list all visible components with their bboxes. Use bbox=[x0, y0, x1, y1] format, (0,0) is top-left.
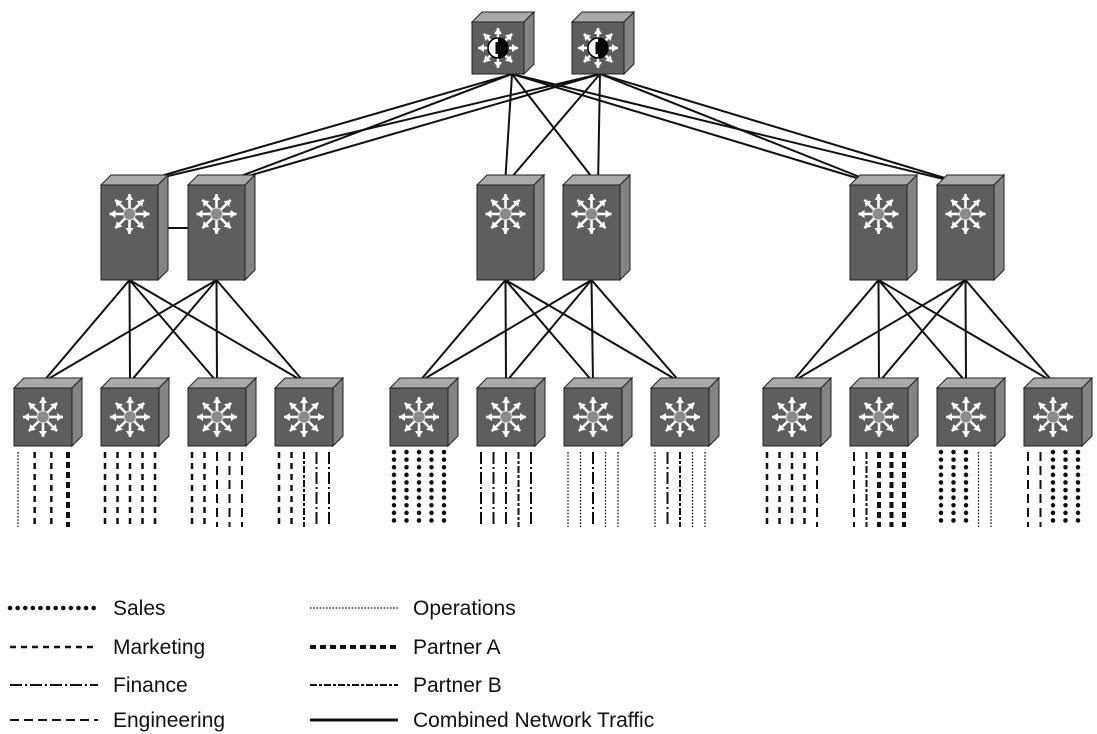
access-switch-10 bbox=[848, 376, 920, 448]
access-switch-8 bbox=[649, 376, 721, 448]
access-switch-7 bbox=[562, 376, 634, 448]
router-switch-icon bbox=[578, 28, 618, 68]
legend-item-partner_a: Partner A bbox=[310, 636, 501, 659]
switch-star-icon bbox=[399, 397, 439, 437]
switch-star-icon bbox=[573, 397, 613, 437]
distribution-uplink bbox=[215, 279, 305, 383]
switch-star-icon bbox=[859, 397, 899, 437]
switch-star-icon bbox=[109, 194, 150, 234]
legend-item-combined: Combined Network Traffic bbox=[310, 709, 654, 732]
distribution-uplink bbox=[791, 279, 880, 383]
uplink-line bbox=[504, 73, 513, 186]
distribution-uplink bbox=[42, 279, 131, 383]
distribution-uplink bbox=[215, 279, 218, 383]
switch-star-icon bbox=[23, 397, 63, 437]
router-switch-icon bbox=[478, 28, 518, 68]
legend-label: Finance bbox=[113, 674, 188, 697]
uplink-line bbox=[599, 73, 881, 186]
distribution-uplink bbox=[791, 279, 967, 383]
switch-nodes bbox=[12, 10, 1094, 448]
distribution-switch-2 bbox=[186, 173, 257, 282]
uplink-line bbox=[511, 73, 599, 186]
access-switch-6 bbox=[475, 376, 547, 448]
distribution-uplink bbox=[590, 279, 681, 383]
switch-star-icon bbox=[945, 194, 986, 234]
legend-label: Partner B bbox=[413, 674, 502, 697]
uplink-line bbox=[599, 73, 969, 186]
switch-star-icon bbox=[660, 397, 700, 437]
access-port-lines bbox=[17, 449, 1081, 530]
distribution-switch-4 bbox=[561, 173, 632, 282]
distribution-switch-5 bbox=[848, 173, 919, 282]
switch-star-icon bbox=[284, 397, 324, 437]
access-switch-9 bbox=[761, 376, 833, 448]
core-switch-1 bbox=[470, 10, 536, 76]
legend-item-engineering: Engineering bbox=[10, 709, 225, 732]
distribution-uplink bbox=[878, 279, 967, 383]
uplink-line bbox=[597, 73, 601, 186]
access-switch-2 bbox=[99, 376, 171, 448]
switch-star-icon bbox=[485, 194, 526, 234]
access-switch-1 bbox=[12, 376, 84, 448]
uplink-line bbox=[129, 73, 601, 186]
switch-star-icon bbox=[1033, 397, 1073, 437]
access-switch-5 bbox=[388, 376, 460, 448]
legend-label: Combined Network Traffic bbox=[413, 709, 654, 732]
distribution-uplink bbox=[964, 279, 1054, 383]
access-switch-3 bbox=[186, 376, 258, 448]
access-switch-12 bbox=[1022, 376, 1094, 448]
distribution-uplink bbox=[418, 279, 593, 383]
uplink-line bbox=[216, 73, 601, 186]
legend-label: Partner A bbox=[413, 636, 501, 659]
legend-label: Marketing bbox=[113, 636, 205, 659]
switch-star-icon bbox=[571, 194, 612, 234]
legend-label: Operations bbox=[413, 597, 516, 620]
switch-star-icon bbox=[858, 194, 899, 234]
switch-star-icon bbox=[486, 397, 526, 437]
distribution-uplink bbox=[590, 279, 594, 383]
access-switch-11 bbox=[935, 376, 1007, 448]
legend-item-finance: Finance bbox=[10, 674, 188, 697]
legend-label: Engineering bbox=[113, 709, 225, 732]
switch-star-icon bbox=[946, 397, 986, 437]
distribution-uplink bbox=[418, 279, 507, 383]
switch-star-icon bbox=[110, 397, 150, 437]
switch-star-icon bbox=[196, 194, 237, 234]
access-switch-4 bbox=[273, 376, 345, 448]
distribution-uplink bbox=[42, 279, 218, 383]
legend-label: Sales bbox=[113, 597, 166, 620]
distribution-switch-1 bbox=[99, 173, 170, 282]
switch-star-icon bbox=[197, 397, 237, 437]
switch-star-icon bbox=[772, 397, 812, 437]
uplink-line bbox=[129, 73, 513, 186]
distribution-uplink bbox=[129, 279, 218, 383]
legend-item-partner_b: Partner B bbox=[310, 674, 502, 697]
distribution-switch-3 bbox=[475, 173, 546, 282]
core-switch-2 bbox=[570, 10, 636, 76]
uplink-line bbox=[511, 73, 881, 186]
distribution-uplink bbox=[964, 279, 967, 383]
uplink-connections bbox=[42, 73, 1054, 383]
distribution-switch-6 bbox=[935, 173, 1006, 282]
legend-item-sales: Sales bbox=[7, 597, 166, 620]
distribution-uplink bbox=[505, 279, 593, 383]
legend-item-marketing: Marketing bbox=[10, 636, 205, 659]
legend-item-operations: Operations bbox=[310, 597, 516, 620]
